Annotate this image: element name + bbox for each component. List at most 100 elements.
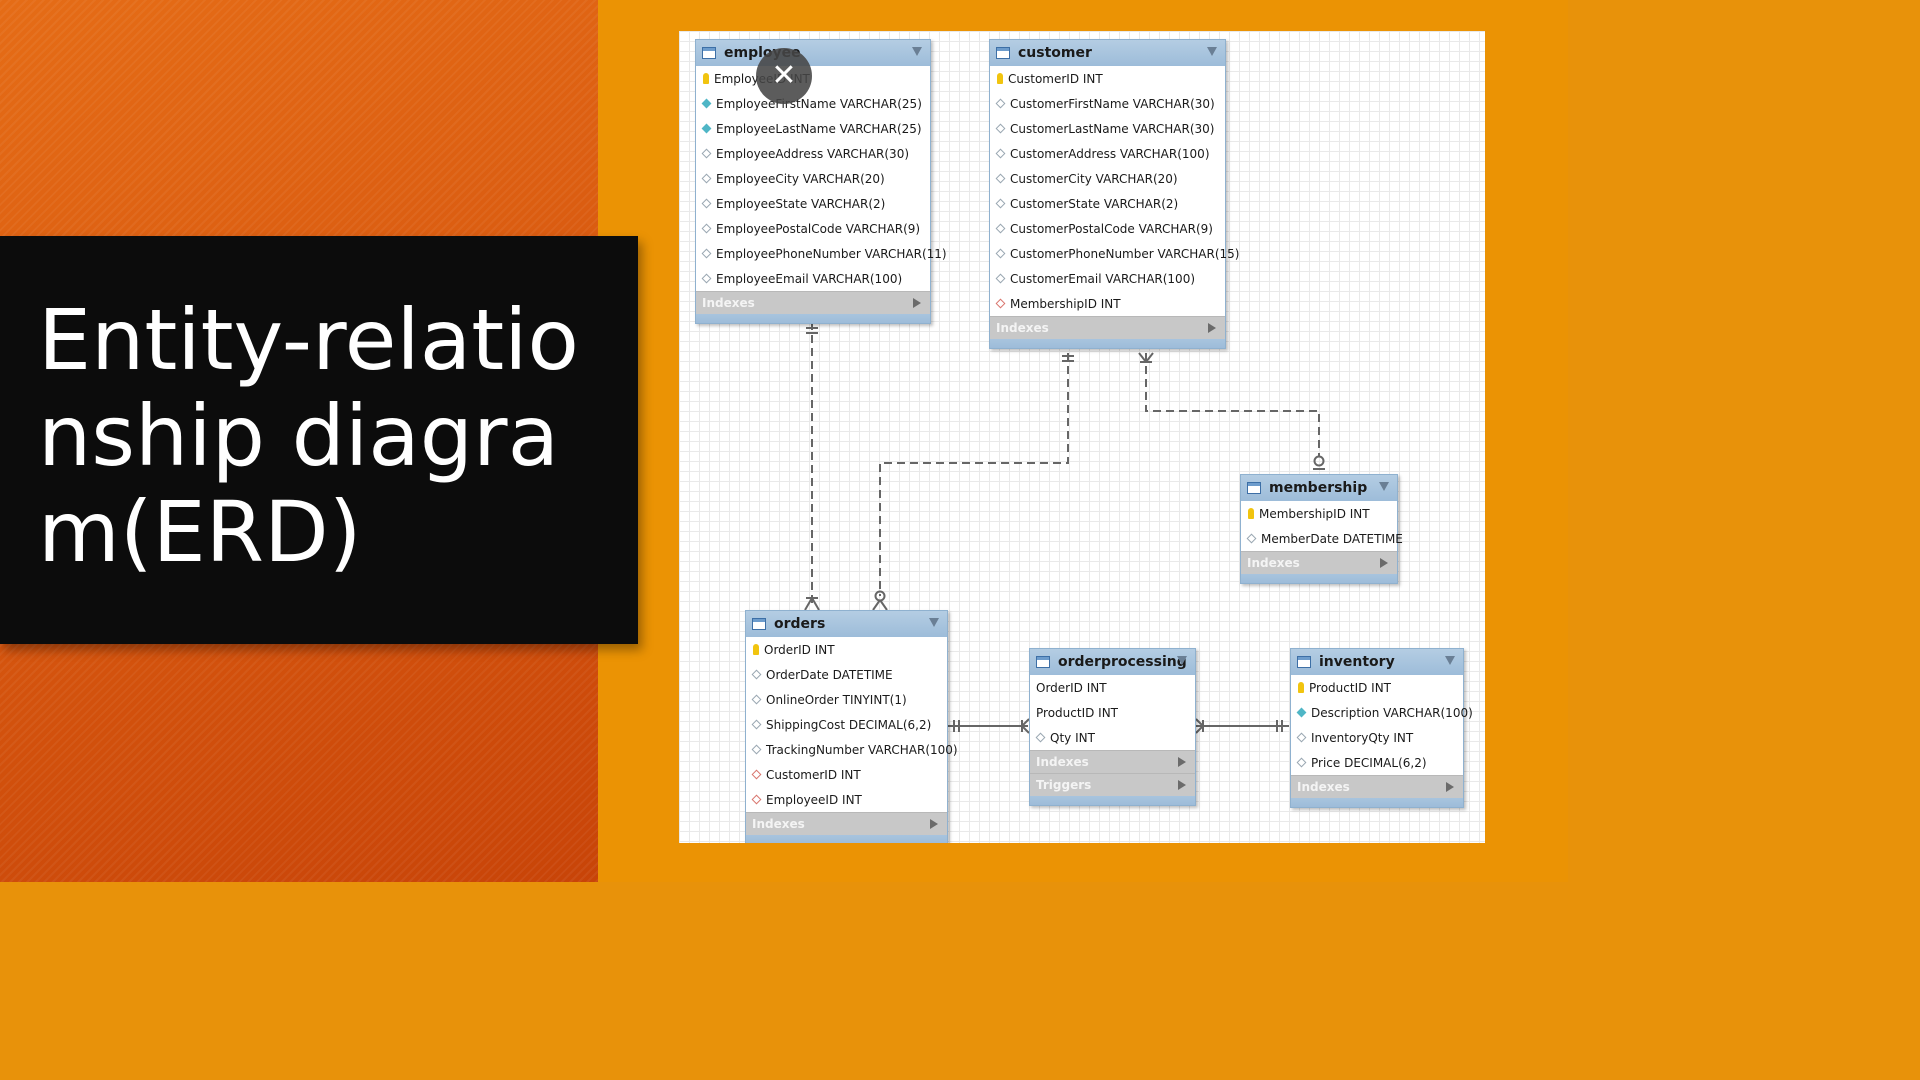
section-indexes[interactable]: Indexes xyxy=(990,316,1225,339)
column-list: MembershipID INT MemberDate DATETIME xyxy=(1241,501,1403,551)
section-label: Indexes xyxy=(1297,780,1350,794)
entity-footer xyxy=(1241,574,1397,583)
collapse-arrow-icon[interactable] xyxy=(1207,47,1217,56)
column-row[interactable]: OrderID INT xyxy=(746,637,947,662)
column-label: CustomerID INT xyxy=(1008,71,1103,86)
column-row[interactable]: CustomerFirstName VARCHAR(30) xyxy=(990,91,1225,116)
column-label: MembershipID INT xyxy=(1259,506,1370,521)
column-row[interactable]: OrderID INT xyxy=(1030,675,1195,700)
diamond-icon xyxy=(701,223,712,234)
entity-header[interactable]: orderprocessing xyxy=(1030,649,1195,675)
diamond-icon xyxy=(701,148,712,159)
entity-customer[interactable]: customer CustomerID INT CustomerFirstName… xyxy=(989,39,1239,349)
column-row[interactable]: EmployeeAddress VARCHAR(30) xyxy=(696,141,930,166)
diamond-icon xyxy=(1296,732,1307,743)
column-label: CustomerAddress VARCHAR(100) xyxy=(1010,146,1210,161)
column-row[interactable]: EmployeeEmail VARCHAR(100) xyxy=(696,266,930,291)
column-row[interactable]: Price DECIMAL(6,2) xyxy=(1291,750,1463,775)
column-row[interactable]: EmployeeLastName VARCHAR(25) xyxy=(696,116,930,141)
table-icon xyxy=(996,47,1010,59)
section-indexes[interactable]: Indexes xyxy=(1241,551,1397,574)
column-row[interactable]: CustomerPhoneNumber VARCHAR(15) xyxy=(990,241,1239,266)
collapse-arrow-icon[interactable] xyxy=(1445,656,1455,665)
collapse-arrow-icon[interactable] xyxy=(1177,656,1187,665)
column-row[interactable]: OrderDate DATETIME xyxy=(746,662,947,687)
column-row[interactable]: TrackingNumber VARCHAR(100) xyxy=(746,737,958,762)
column-row[interactable]: MembershipID INT xyxy=(990,291,1225,316)
column-row[interactable]: CustomerEmail VARCHAR(100) xyxy=(990,266,1225,291)
entity-footer xyxy=(696,314,930,323)
expand-arrow-icon[interactable] xyxy=(1446,782,1454,792)
entity-membership[interactable]: membership MembershipID INT MemberDate DA… xyxy=(1240,474,1403,584)
column-row[interactable]: OnlineOrder TINYINT(1) xyxy=(746,687,947,712)
entity-header[interactable]: customer xyxy=(990,40,1225,66)
section-indexes[interactable]: Indexes xyxy=(1291,775,1463,798)
diamond-icon xyxy=(751,694,762,705)
section-indexes[interactable]: Indexes xyxy=(1030,750,1195,773)
column-row[interactable]: EmployeePhoneNumber VARCHAR(11) xyxy=(696,241,947,266)
column-row[interactable]: CustomerCity VARCHAR(20) xyxy=(990,166,1225,191)
column-row[interactable]: Qty INT xyxy=(1030,725,1195,750)
close-button[interactable]: ✕ xyxy=(756,48,812,104)
column-row[interactable]: InventoryQty INT xyxy=(1291,725,1463,750)
key-icon xyxy=(703,73,709,84)
column-row[interactable]: MemberDate DATETIME xyxy=(1241,526,1403,551)
entity-header[interactable]: inventory xyxy=(1291,649,1463,675)
column-label: CustomerLastName VARCHAR(30) xyxy=(1010,121,1215,136)
entity-header[interactable]: membership xyxy=(1241,475,1397,501)
column-row[interactable]: ShippingCost DECIMAL(6,2) xyxy=(746,712,947,737)
entity-name: customer xyxy=(1018,45,1092,61)
column-row[interactable]: EmployeeFirstName VARCHAR(25) xyxy=(696,91,930,116)
expand-arrow-icon[interactable] xyxy=(1178,757,1186,767)
column-label: InventoryQty INT xyxy=(1311,730,1414,745)
erd-canvas[interactable]: employee EmployeeID INTEmployeeFirstName… xyxy=(679,31,1485,843)
column-row[interactable]: CustomerState VARCHAR(2) xyxy=(990,191,1225,216)
column-label: Description VARCHAR(100) xyxy=(1311,705,1473,720)
column-row[interactable]: EmployeeID INT xyxy=(696,66,930,91)
entity-header[interactable]: orders xyxy=(746,611,947,637)
column-row[interactable]: EmployeeID INT xyxy=(746,787,947,812)
entity-footer xyxy=(746,835,947,843)
column-row[interactable]: EmployeeState VARCHAR(2) xyxy=(696,191,930,216)
diamond-icon xyxy=(995,248,1006,259)
expand-arrow-icon[interactable] xyxy=(1380,558,1388,568)
column-label: EmployeeEmail VARCHAR(100) xyxy=(716,271,903,286)
column-row[interactable]: MembershipID INT xyxy=(1241,501,1397,526)
section-indexes[interactable]: Indexes xyxy=(696,291,930,314)
section-indexes[interactable]: Indexes xyxy=(746,812,947,835)
column-label: EmployeeID INT xyxy=(766,792,862,807)
section-triggers[interactable]: Triggers xyxy=(1030,773,1195,796)
column-row[interactable]: EmployeeCity VARCHAR(20) xyxy=(696,166,930,191)
entity-footer xyxy=(1291,798,1463,807)
section-label: Indexes xyxy=(752,817,805,831)
column-label: Qty INT xyxy=(1050,730,1095,745)
diamond-icon xyxy=(995,123,1006,134)
column-row[interactable]: CustomerPostalCode VARCHAR(9) xyxy=(990,216,1225,241)
table-icon xyxy=(1247,482,1261,494)
column-row[interactable]: CustomerAddress VARCHAR(100) xyxy=(990,141,1225,166)
column-row[interactable]: Description VARCHAR(100) xyxy=(1291,700,1473,725)
column-row[interactable]: CustomerID INT xyxy=(990,66,1225,91)
entity-inventory[interactable]: inventory ProductID INT Description VARCH… xyxy=(1290,648,1473,808)
expand-arrow-icon[interactable] xyxy=(1178,780,1186,790)
column-label: Price DECIMAL(6,2) xyxy=(1311,755,1427,770)
column-row[interactable]: ProductID INT xyxy=(1030,700,1195,725)
column-row[interactable]: CustomerID INT xyxy=(746,762,947,787)
entity-header[interactable]: employee xyxy=(696,40,930,66)
collapse-arrow-icon[interactable] xyxy=(1379,482,1389,491)
expand-arrow-icon[interactable] xyxy=(1208,323,1216,333)
expand-arrow-icon[interactable] xyxy=(930,819,938,829)
column-row[interactable]: CustomerLastName VARCHAR(30) xyxy=(990,116,1225,141)
column-label: CustomerFirstName VARCHAR(30) xyxy=(1010,96,1215,111)
entity-employee[interactable]: employee EmployeeID INTEmployeeFirstName… xyxy=(695,39,947,324)
table-icon xyxy=(752,618,766,630)
collapse-arrow-icon[interactable] xyxy=(929,618,939,627)
expand-arrow-icon[interactable] xyxy=(913,298,921,308)
column-row[interactable]: EmployeePostalCode VARCHAR(9) xyxy=(696,216,930,241)
collapse-arrow-icon[interactable] xyxy=(912,47,922,56)
column-row[interactable]: ProductID INT xyxy=(1291,675,1463,700)
column-label: EmployeeCity VARCHAR(20) xyxy=(716,171,885,186)
